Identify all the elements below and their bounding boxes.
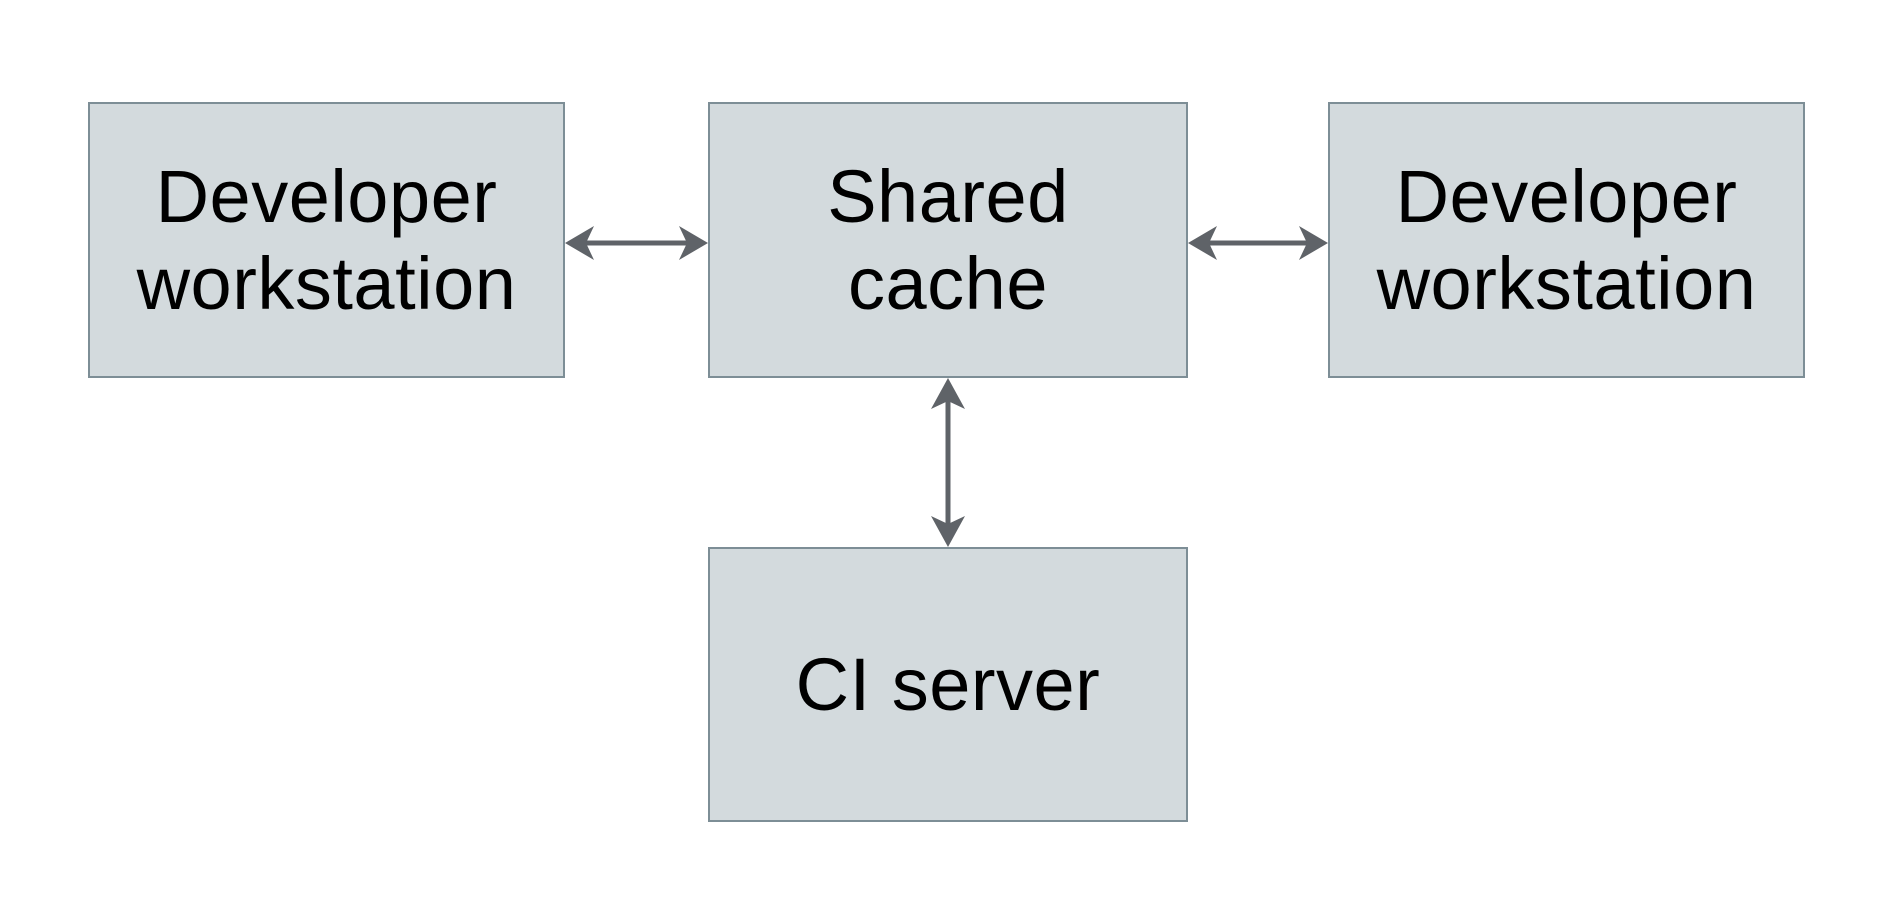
node-ci-server: CI server <box>708 547 1188 822</box>
double-arrow-icon <box>931 378 965 547</box>
bidirectional-arrow-cache-devright <box>1188 215 1328 271</box>
bidirectional-arrow-devleft-cache <box>565 215 708 271</box>
node-shared-cache: Shared cache <box>708 102 1188 378</box>
node-label: Developer workstation <box>136 154 517 325</box>
bidirectional-arrow-cache-ciserver <box>920 378 976 547</box>
node-developer-workstation-left: Developer workstation <box>88 102 565 378</box>
double-arrow-icon <box>565 226 708 260</box>
double-arrow-icon <box>1188 226 1328 260</box>
node-label: CI server <box>795 642 1101 726</box>
node-label: Shared cache <box>827 154 1069 325</box>
node-developer-workstation-right: Developer workstation <box>1328 102 1805 378</box>
node-label: Developer workstation <box>1376 154 1757 325</box>
